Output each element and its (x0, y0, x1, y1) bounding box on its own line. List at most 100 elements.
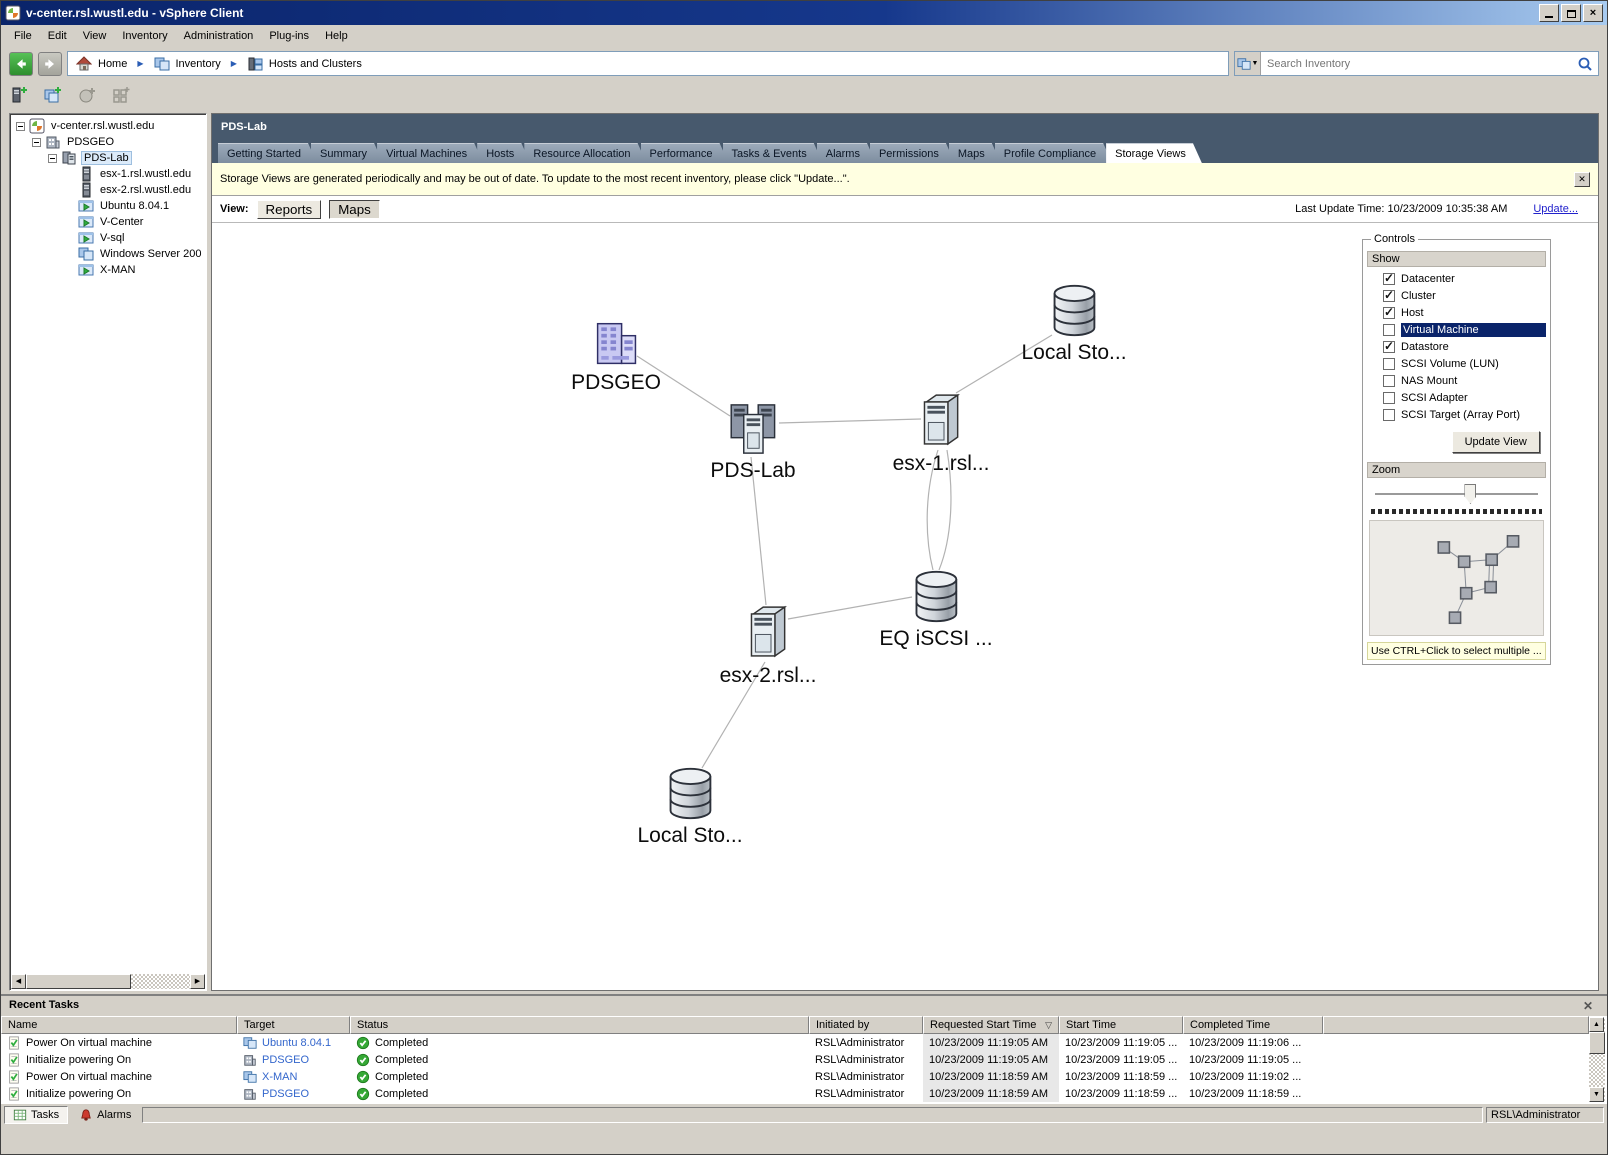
forward-button[interactable] (38, 51, 62, 76)
task-row-4-name[interactable]: Initialize powering On (1, 1085, 237, 1102)
map-node-eq-iscsi[interactable]: EQ iSCSI ... (879, 569, 993, 651)
checkbox-icon[interactable] (1383, 305, 1395, 319)
show-checkbox-scsi-adapter[interactable]: SCSI Adapter (1367, 389, 1546, 406)
map-node-local-storage-1[interactable]: Local Sto... (1021, 283, 1127, 365)
menu-plugins[interactable]: Plug-ins (269, 30, 310, 42)
breadcrumb-inventory[interactable]: Inventory (175, 57, 221, 70)
menu-administration[interactable]: Administration (183, 30, 254, 42)
update-link[interactable]: Update... (1533, 203, 1578, 215)
tree-horizontal-scrollbar[interactable]: ◀ ▶ (11, 974, 205, 989)
checkbox-icon[interactable] (1383, 271, 1395, 285)
checkbox-icon[interactable] (1383, 288, 1395, 302)
scrollbar-thumb[interactable] (1589, 1032, 1605, 1054)
task-row-2-name[interactable]: Initialize powering On (1, 1051, 237, 1068)
tree-item-ubuntu[interactable]: Ubuntu 8.04.1 (12, 198, 206, 214)
map-node-local-storage-2[interactable]: Local Sto... (637, 766, 743, 848)
tree-item-windows-server[interactable]: Windows Server 200 (12, 246, 206, 262)
show-checkbox-cluster[interactable]: Cluster (1367, 287, 1546, 304)
show-checkbox-scsi-volume[interactable]: SCSI Volume (LUN) (1367, 355, 1546, 372)
column-header-requested-start-time[interactable]: Requested Start Time▽ (923, 1016, 1059, 1034)
menu-help[interactable]: Help (325, 30, 348, 42)
breadcrumb-hosts-clusters[interactable]: Hosts and Clusters (268, 57, 362, 70)
new-host-icon[interactable] (9, 85, 29, 105)
storage-map-canvas[interactable]: PDSGEO PDS-Lab esx-1.rsl... Local Sto... (212, 223, 1598, 990)
collapse-icon[interactable] (32, 137, 41, 147)
task-row-3-name[interactable]: Power On virtual machine (1, 1068, 237, 1085)
task-row-1-name[interactable]: Power On virtual machine (1, 1034, 237, 1051)
scroll-left-icon[interactable]: ◀ (11, 974, 26, 989)
scroll-right-icon[interactable]: ▶ (190, 974, 205, 989)
map-node-esx-1[interactable]: esx-1.rsl... (893, 392, 989, 476)
warning-close-icon[interactable]: ✕ (1574, 171, 1590, 187)
tasks-vertical-scrollbar[interactable]: ▲ ▼ (1589, 1017, 1605, 1102)
collapse-icon[interactable] (48, 153, 57, 163)
search-scope-dropdown[interactable]: ▼ (1235, 52, 1261, 75)
tree-item-esx2[interactable]: esx-2.rsl.wustl.edu (12, 182, 206, 198)
tree-item-v-center[interactable]: V-Center (12, 214, 206, 230)
back-button[interactable] (9, 51, 33, 76)
column-header-completed-time[interactable]: Completed Time (1183, 1016, 1323, 1034)
task-row-2-target[interactable]: PDSGEO (237, 1051, 350, 1068)
scroll-up-icon[interactable]: ▲ (1589, 1017, 1604, 1032)
checkbox-icon[interactable] (1383, 339, 1395, 353)
task-row-4-target[interactable]: PDSGEO (237, 1085, 350, 1102)
column-header-start-time[interactable]: Start Time (1059, 1016, 1183, 1034)
menu-file[interactable]: File (14, 30, 32, 42)
update-view-button[interactable]: Update View (1451, 431, 1540, 453)
overview-minimap[interactable] (1369, 520, 1544, 636)
tab-performance[interactable]: Performance (641, 143, 729, 163)
column-header-status[interactable]: Status (350, 1016, 809, 1034)
new-virtual-machine-icon[interactable] (43, 85, 63, 105)
tab-tasks-events[interactable]: Tasks & Events (723, 143, 823, 163)
show-checkbox-datastore[interactable]: Datastore (1367, 338, 1546, 355)
recent-tasks-close-icon[interactable]: ✕ (1582, 999, 1593, 1013)
show-checkbox-scsi-target[interactable]: SCSI Target (Array Port) (1367, 406, 1546, 423)
zoom-slider[interactable] (1375, 481, 1538, 507)
tab-permissions[interactable]: Permissions (870, 143, 955, 163)
title-bar[interactable]: v-center.rsl.wustl.edu - vSphere Client … (1, 1, 1607, 25)
column-header-initiated-by[interactable]: Initiated by (809, 1016, 923, 1034)
menu-view[interactable]: View (82, 30, 107, 42)
search-input[interactable] (1261, 57, 1577, 70)
map-node-pds-lab[interactable]: PDS-Lab (710, 402, 796, 483)
tab-virtual-machines[interactable]: Virtual Machines (377, 143, 483, 163)
tree-item-vcenter[interactable]: v-center.rsl.wustl.edu (12, 118, 206, 134)
checkbox-icon[interactable] (1383, 357, 1395, 370)
tab-alarms[interactable]: Alarms (817, 143, 876, 163)
scroll-down-icon[interactable]: ▼ (1589, 1087, 1604, 1102)
column-header-name[interactable]: Name (1, 1016, 237, 1034)
menu-inventory[interactable]: Inventory (122, 30, 168, 42)
tree-item-pds-lab[interactable]: PDS-Lab (12, 150, 206, 166)
search-icon[interactable] (1577, 56, 1593, 72)
checkbox-icon[interactable] (1383, 391, 1395, 404)
map-node-pdsgeo[interactable]: PDSGEO (571, 320, 661, 395)
tab-profile-compliance[interactable]: Profile Compliance (995, 143, 1112, 163)
show-checkbox-host[interactable]: Host (1367, 304, 1546, 321)
menu-edit[interactable]: Edit (47, 30, 67, 42)
task-row-3-target[interactable]: X-MAN (237, 1068, 350, 1085)
tab-hosts[interactable]: Hosts (477, 143, 530, 163)
restore-button[interactable] (1561, 4, 1581, 22)
maps-button[interactable]: Maps (329, 199, 380, 219)
task-row-1-target[interactable]: Ubuntu 8.04.1 (237, 1034, 350, 1051)
checkbox-icon[interactable] (1383, 323, 1395, 336)
tree-item-pdsgeo[interactable]: PDSGEO (12, 134, 206, 150)
zoom-slider-thumb[interactable] (1464, 484, 1477, 504)
show-checkbox-datacenter[interactable]: Datacenter (1367, 270, 1546, 287)
breadcrumb-home[interactable]: Home (98, 57, 128, 70)
checkbox-icon[interactable] (1383, 374, 1395, 387)
tasks-statusbar-button[interactable]: Tasks (4, 1106, 69, 1124)
show-checkbox-nas-mount[interactable]: NAS Mount (1367, 372, 1546, 389)
tree-item-esx1[interactable]: esx-1.rsl.wustl.edu (12, 166, 206, 182)
tree-item-x-man[interactable]: X-MAN (12, 262, 206, 278)
close-button[interactable]: × (1583, 4, 1603, 22)
tab-summary[interactable]: Summary (311, 143, 383, 163)
checkbox-icon[interactable] (1383, 408, 1395, 421)
minimize-button[interactable] (1539, 4, 1559, 22)
collapse-icon[interactable] (16, 121, 25, 131)
tab-resource-allocation[interactable]: Resource Allocation (524, 143, 646, 163)
reports-button[interactable]: Reports (256, 199, 322, 219)
tree-item-v-sql[interactable]: V-sql (12, 230, 206, 246)
show-checkbox-virtual-machine[interactable]: Virtual Machine (1367, 321, 1546, 338)
tab-maps[interactable]: Maps (949, 143, 1001, 163)
